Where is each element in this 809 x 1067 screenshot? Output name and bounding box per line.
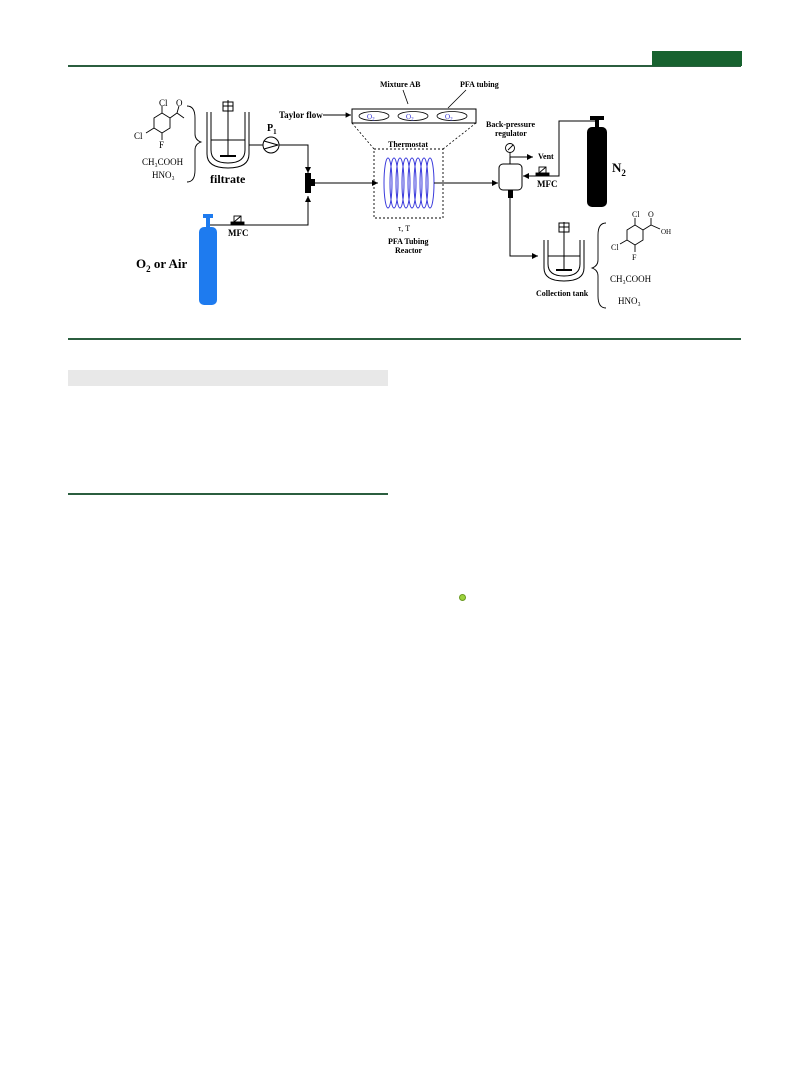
o2-feed-line [208, 196, 311, 226]
filtrate-label: filtrate [210, 172, 246, 186]
mixer-tee [305, 173, 315, 193]
thermostat-label: Thermostat [388, 140, 428, 149]
o2-slugs [358, 111, 468, 121]
bpr-body [498, 163, 523, 191]
o2-cylinder [199, 214, 217, 305]
bpr-to-tank-line [509, 198, 538, 259]
mixture-ab-label: Mixture AB [380, 80, 421, 89]
reactor-coil [383, 157, 435, 209]
mfc-left-icon [230, 215, 245, 226]
reactant-cl-left: Cl [134, 131, 143, 141]
status-dot-icon [459, 594, 466, 601]
n2-cylinder [587, 116, 607, 207]
header-rule [68, 65, 741, 67]
o2-slug-1: O2 [367, 113, 375, 123]
collection-tank-label: Collection tank [536, 289, 589, 298]
product-oh: OH [661, 228, 671, 236]
pfa-tubing-label: PFA tubing [460, 80, 499, 89]
mfc-right-icon [535, 166, 550, 177]
reactant-structure [145, 105, 185, 140]
section-divider-rule [68, 493, 388, 495]
n2-line [523, 120, 597, 179]
right-brace [590, 222, 607, 309]
gray-header-bar [68, 370, 388, 386]
reactant-f: F [159, 140, 164, 150]
o2-slug-2: O2 [406, 113, 414, 123]
pump-label: P1 [267, 123, 277, 136]
pump-p1 [262, 136, 280, 154]
mixture-ab-pointer [402, 89, 409, 105]
pfa-reactor-label-2: Reactor [395, 246, 423, 255]
ch3cooh-right: CH₃COOH [610, 274, 652, 284]
mfc-right-label: MFC [537, 179, 558, 189]
o2-slug-3: O2 [445, 113, 453, 123]
hno3-right: HNO₃ [618, 296, 641, 306]
reactant-cl-top: Cl [159, 98, 168, 108]
bpr-outlet-fitting [508, 190, 513, 198]
left-brace [186, 105, 203, 183]
ch3cooh-left: CH₃COOH [142, 157, 184, 167]
n2-label: N2 [612, 160, 626, 178]
header-tab [652, 51, 742, 66]
tau-t-label: τ, T [398, 224, 410, 233]
pfa-tubing-pointer [447, 89, 467, 109]
bpr-label-2: regulator [495, 129, 527, 138]
taylor-flow-label: Taylor flow [279, 110, 323, 120]
bpr-label-1: Back-pressure [486, 120, 535, 129]
product-f: F [632, 253, 637, 262]
vent-label: Vent [538, 152, 554, 161]
inset-dashed-lines [351, 122, 477, 150]
thermostat-box [373, 148, 444, 219]
filtrate-vessel [206, 100, 250, 169]
pump-to-mixer-line [279, 144, 311, 173]
product-o: O [648, 210, 654, 219]
product-cl-top: Cl [632, 210, 640, 219]
o2-air-label: O2 or Air [136, 256, 187, 274]
reactant-o: O [176, 98, 183, 108]
pfa-reactor-label-1: PFA Tubing [388, 237, 429, 246]
product-structure [619, 218, 661, 252]
collection-tank [543, 222, 585, 282]
product-cl-left: Cl [611, 243, 619, 252]
figure-bottom-rule [68, 338, 741, 340]
mfc-left-label: MFC [228, 228, 249, 238]
flow-process-figure: Cl O F Cl CH₃COOH HNO₃ filtrate P1 MFC [134, 80, 671, 309]
hno3-left: HNO₃ [152, 170, 175, 180]
